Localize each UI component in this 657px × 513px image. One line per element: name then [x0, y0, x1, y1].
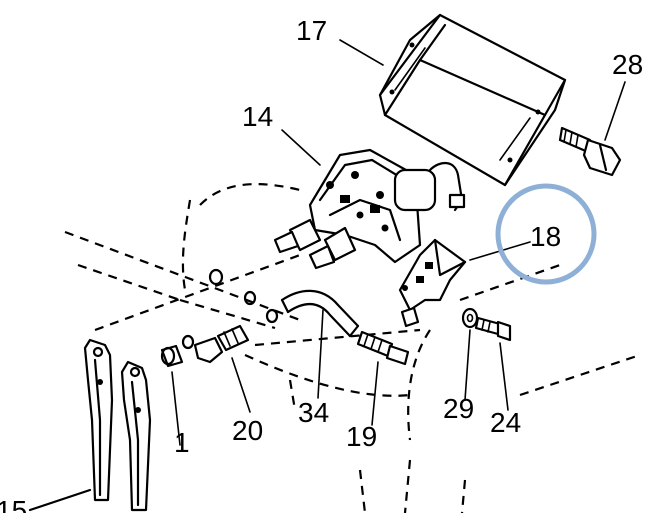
highlight-ring [495, 183, 597, 285]
part-29-washer [461, 307, 479, 329]
part-18-sensor [398, 238, 467, 328]
label-18: 18 [530, 221, 561, 252]
label-19: 19 [346, 421, 377, 452]
part-28-bolt [558, 126, 622, 177]
label-34: 34 [298, 397, 329, 428]
part-34-hose [265, 289, 360, 338]
label-28: 28 [612, 49, 643, 80]
leader-lines [28, 39, 626, 512]
part-1-plug [160, 344, 184, 368]
label-15: 15 [0, 495, 27, 513]
dashed-outlines [64, 183, 641, 513]
label-1: 1 [174, 427, 190, 458]
part-15-levers [83, 338, 152, 512]
label-14: 14 [242, 101, 273, 132]
label-20: 20 [232, 415, 263, 446]
callout-labels: 17 28 14 18 1 20 34 19 29 24 15 [0, 15, 643, 513]
part-20-elbow [181, 268, 257, 364]
label-24: 24 [490, 407, 521, 438]
part-24-screw [474, 316, 512, 342]
label-17: 17 [296, 15, 327, 46]
part-17-cover [378, 13, 567, 187]
part-14-valve [273, 148, 466, 270]
label-29: 29 [443, 393, 474, 424]
part-19-fitting [356, 330, 410, 366]
